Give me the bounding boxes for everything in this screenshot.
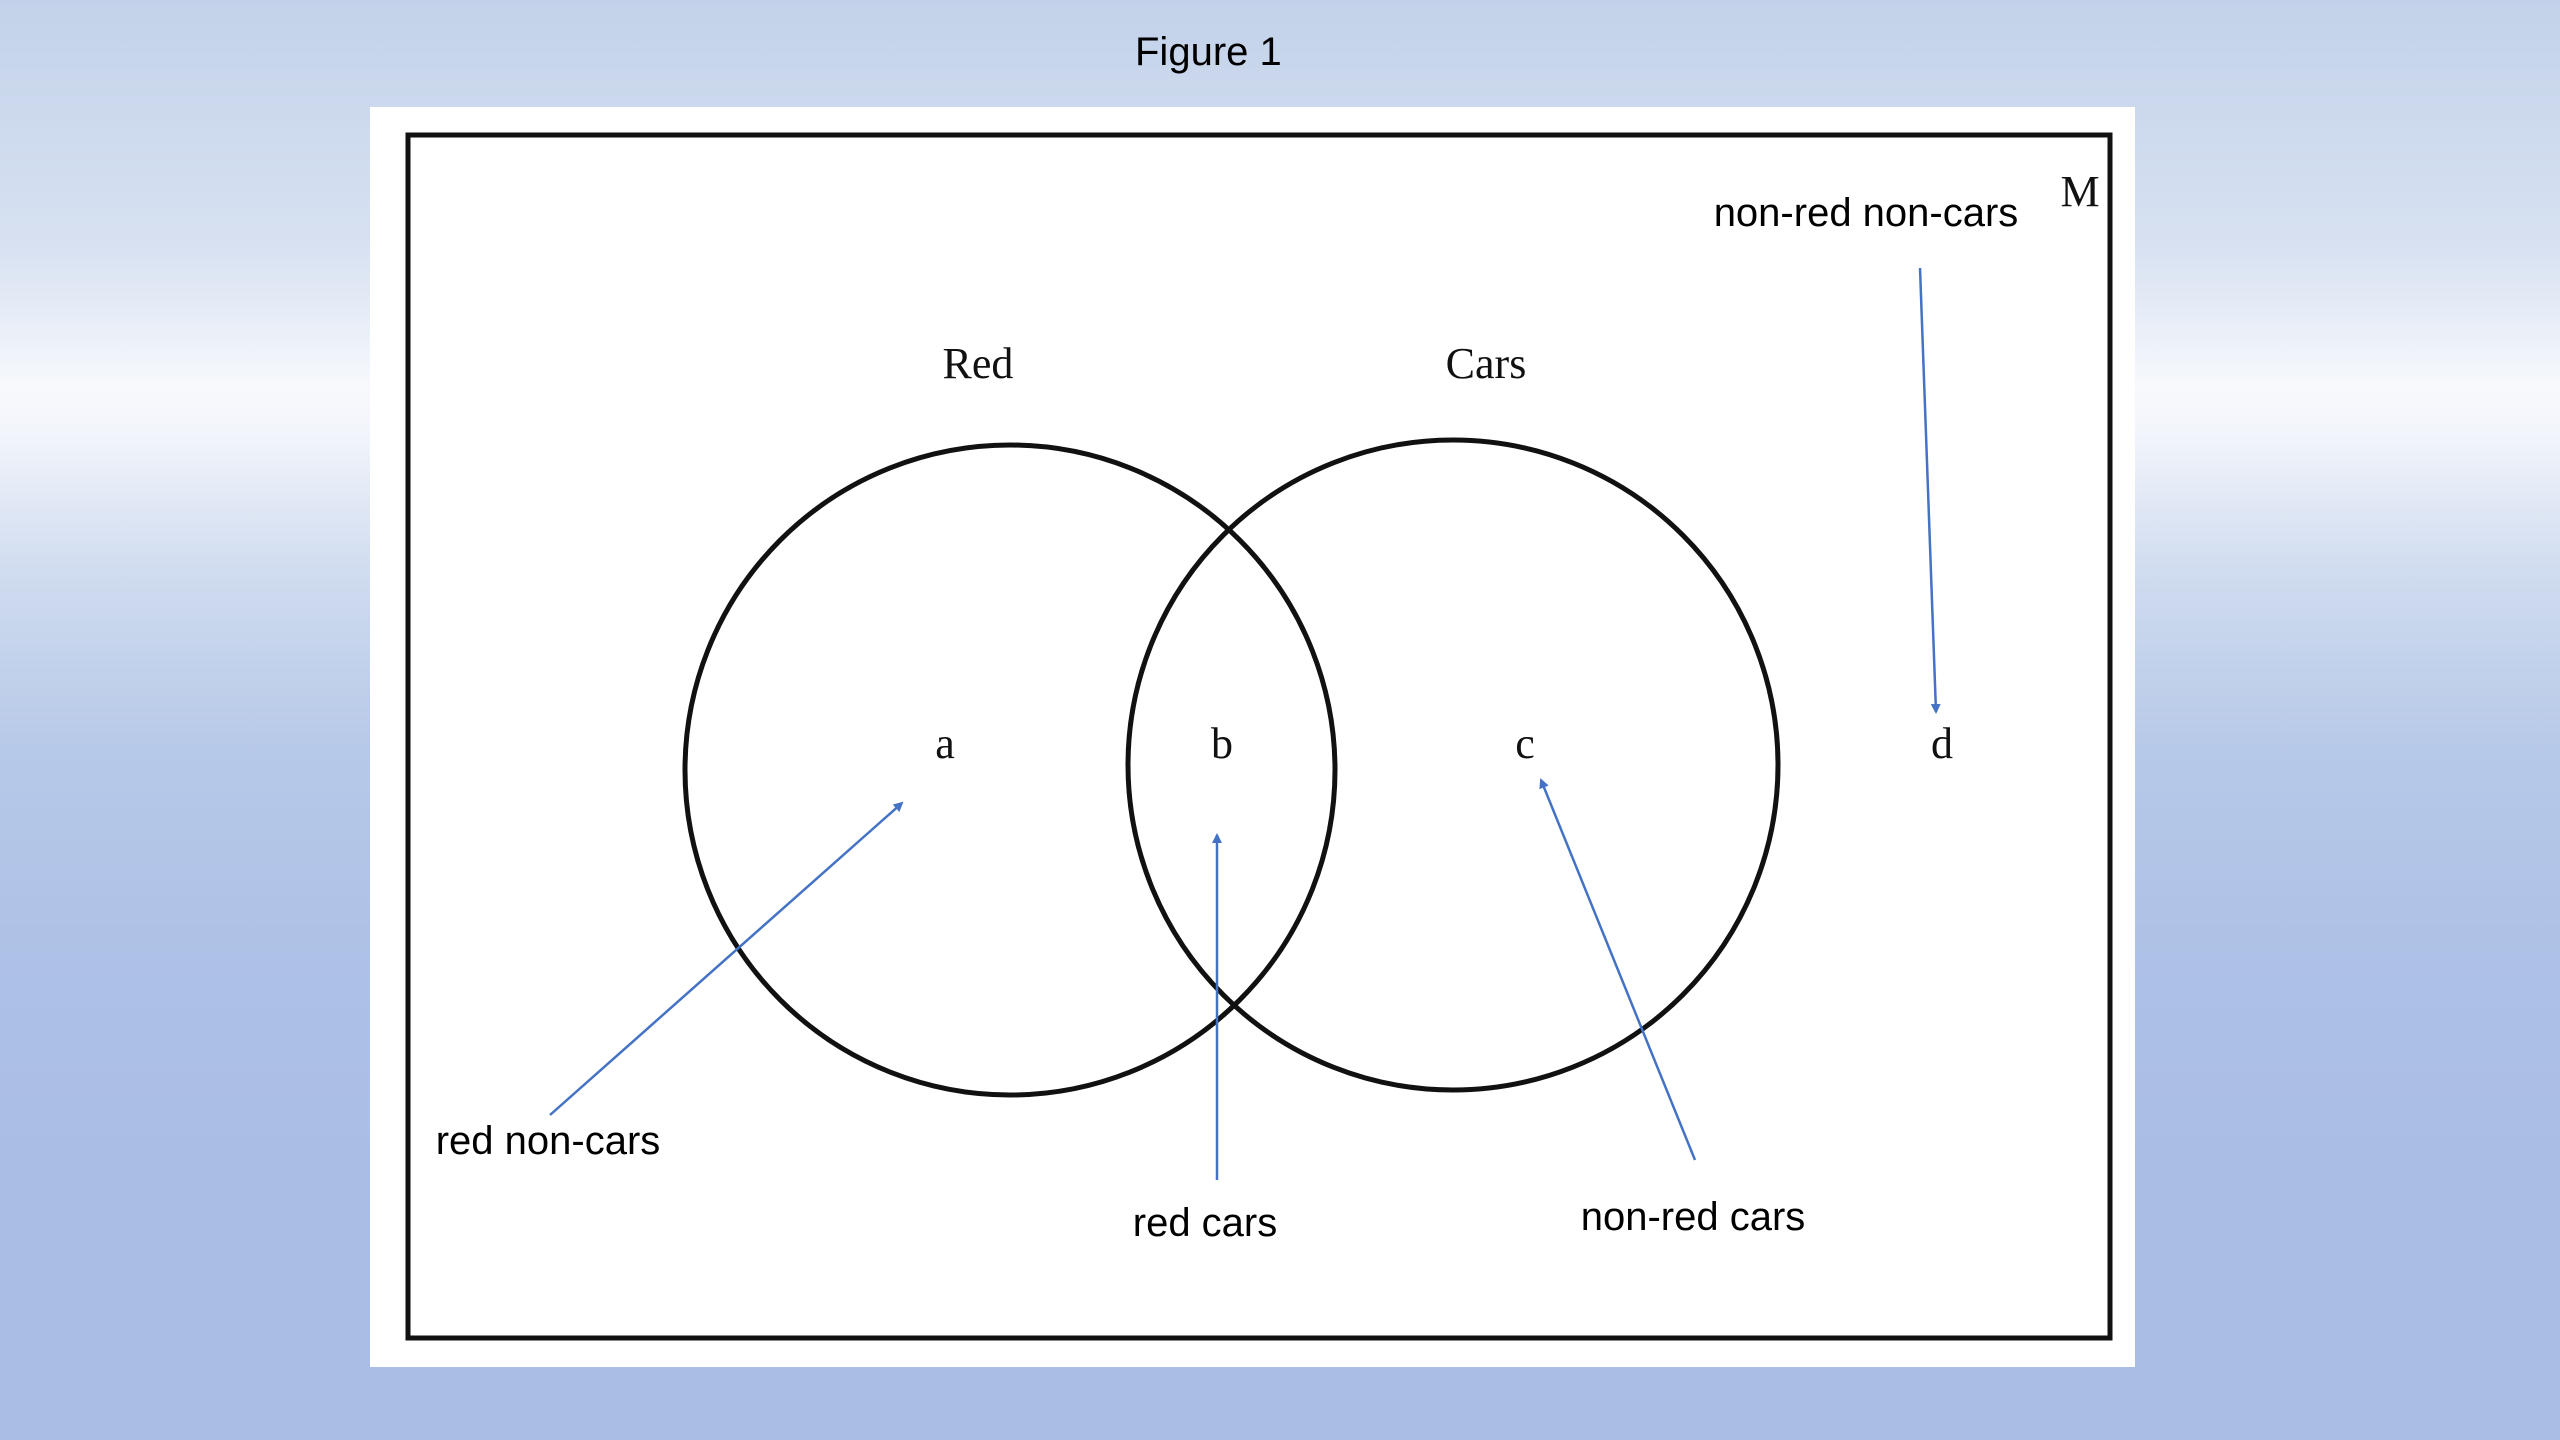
diagram-panel [370,107,2135,1367]
annotation-red-non-cars: red non-cars [436,1119,661,1163]
region-label-a: a [935,719,955,768]
universe-frame [405,132,2113,1341]
set-label-cars: Cars [1446,339,1527,388]
region-label-c: c [1515,719,1535,768]
universe-label: M [2060,167,2099,216]
annotation-non-red-non-cars: non-red non-cars [1714,191,2019,235]
annotation-non-red-cars: non-red cars [1581,1195,1806,1239]
cars-set-circle [1125,437,1781,1093]
set-label-red: Red [943,339,1014,388]
arrow-non-red-cars [1539,778,1697,1161]
region-label-b: b [1211,719,1233,768]
figure-title: Figure 1 [1135,30,1282,74]
arrow-non-red-non-cars [1918,267,1941,714]
red-set-circle [682,442,1338,1098]
annotation-red-cars: red cars [1133,1201,1278,1245]
arrow-red-non-cars [549,801,904,1116]
region-label-d: d [1931,719,1953,768]
